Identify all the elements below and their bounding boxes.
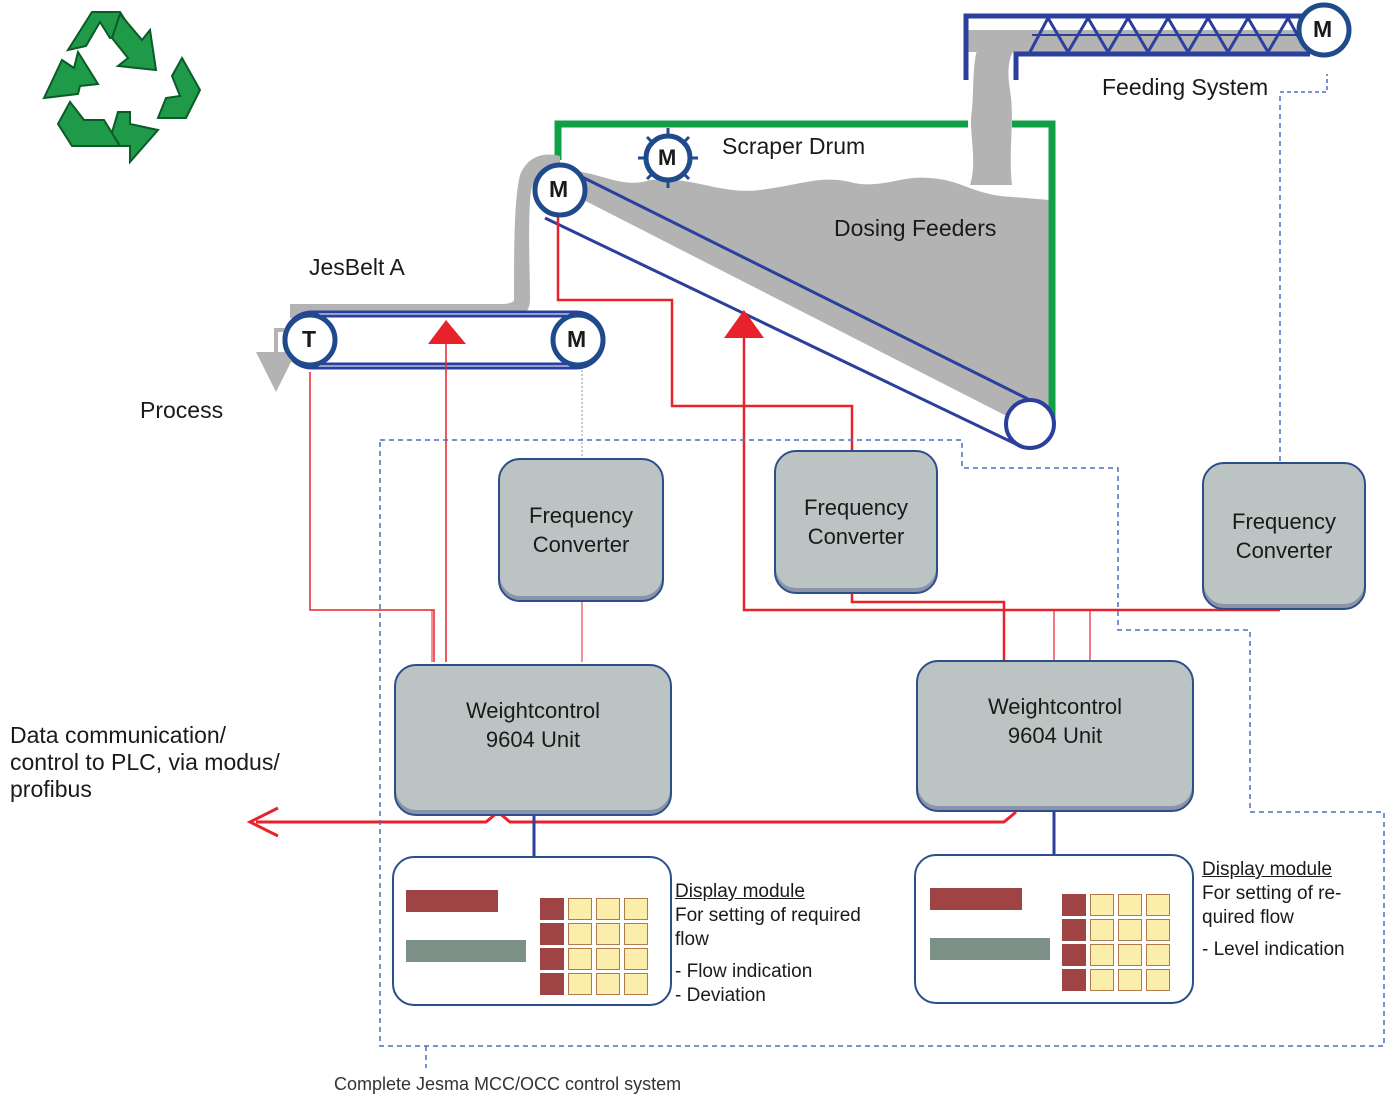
display-module-2-note: Display module For setting of re- quired… — [1202, 858, 1345, 962]
keypad-key — [568, 973, 592, 995]
belt-motor-label: M — [567, 326, 587, 352]
display-1-bullet-1: - Flow indication — [675, 961, 813, 982]
display-module-1-note: Display module For setting of required f… — [675, 880, 861, 1008]
keypad-key — [1118, 944, 1142, 966]
wc1-line1: Weightcontrol — [465, 698, 601, 723]
keypad-key — [596, 973, 620, 995]
display-1-title: Display module — [675, 881, 805, 902]
keypad-key — [1118, 969, 1142, 991]
weightcontrol-unit-1: Weightcontrol 9604 Unit — [394, 664, 672, 816]
keypad-key — [1146, 969, 1170, 991]
fc2-line2: Converter — [807, 524, 905, 549]
scraper-drum-teeth — [638, 128, 698, 188]
wc2-line2: 9604 Unit — [1007, 723, 1103, 748]
display-2-grey-bar — [930, 938, 1050, 960]
display-module-1 — [392, 856, 672, 1006]
keypad-key — [1090, 969, 1114, 991]
keypad-key — [568, 948, 592, 970]
display-module-2 — [914, 854, 1194, 1004]
keypad-key — [596, 948, 620, 970]
fc3-line1: Frequency — [1232, 509, 1336, 534]
keypad-key — [624, 923, 648, 945]
keypad-key — [624, 898, 648, 920]
keypad-key — [624, 973, 648, 995]
keypad-key — [568, 898, 592, 920]
fc2-line1: Frequency — [804, 495, 908, 520]
display-2-title: Display module — [1202, 859, 1332, 880]
keypad-key — [1062, 969, 1086, 991]
keypad-key — [568, 923, 592, 945]
dosing-hopper — [544, 120, 1056, 450]
display-1-red-bar — [406, 890, 498, 912]
keypad-key — [596, 898, 620, 920]
keypad-key — [596, 923, 620, 945]
keypad-key — [1146, 944, 1170, 966]
feeding-system-label: Feeding System — [1102, 74, 1269, 100]
jesbelt-label: JesBelt A — [309, 254, 405, 280]
scraper-drum-label: Scraper Drum — [722, 133, 866, 159]
keypad-key — [1090, 894, 1114, 916]
data-comm-line1: Data communication/ — [10, 722, 227, 748]
keypad-key — [1090, 919, 1114, 941]
keypad-key — [540, 948, 564, 970]
display-2-desc-1: For setting of re- — [1202, 883, 1342, 904]
display-2-bullet-1: - Level indication — [1202, 939, 1345, 960]
keypad-key — [1118, 894, 1142, 916]
material-path — [290, 154, 560, 318]
falling-material — [970, 35, 1030, 185]
footer-caption: Complete Jesma MCC/OCC control system — [334, 1074, 682, 1094]
display-1-bullet-2: - Deviation — [675, 985, 766, 1006]
keypad-key — [1062, 944, 1086, 966]
keypad-key — [1146, 919, 1170, 941]
keypad-key — [624, 948, 648, 970]
keypad-key — [1090, 944, 1114, 966]
signal-lines — [246, 210, 1280, 838]
weightcontrol-unit-2: Weightcontrol 9604 Unit — [916, 660, 1194, 812]
keypad-key — [1118, 919, 1142, 941]
dosing-feeders-label: Dosing Feeders — [834, 215, 997, 241]
display-2-red-bar — [930, 888, 1022, 910]
display-2-desc-2: quired flow — [1202, 907, 1294, 928]
dosing-motor-label: M — [549, 176, 569, 202]
feeding-system — [963, 13, 1328, 93]
keypad-key — [1062, 919, 1086, 941]
fc3-line2: Converter — [1235, 538, 1333, 563]
fc1-line2: Converter — [532, 532, 630, 557]
wc2-line1: Weightcontrol — [987, 694, 1123, 719]
data-comm-line2: control to PLC, via modus/ — [10, 749, 280, 775]
tacho-label: T — [302, 326, 317, 352]
scraper-motor-label: M — [658, 145, 677, 170]
keypad-key — [540, 923, 564, 945]
recycle-icon — [42, 11, 202, 165]
data-communication-label: Data communication/ control to PLC, via … — [10, 722, 280, 803]
display-1-grey-bar — [406, 940, 526, 962]
keypad-key — [1146, 894, 1170, 916]
display-1-desc-1: For setting of required — [675, 905, 861, 926]
keypad-key — [540, 973, 564, 995]
data-comm-line3: profibus — [10, 776, 92, 802]
control-system-boundary — [379, 96, 1385, 1068]
display-1-desc-2: flow — [675, 929, 709, 950]
keypad-key — [1062, 894, 1086, 916]
feeder-motor-label: M — [1313, 16, 1333, 42]
process-label: Process — [140, 397, 224, 423]
keypad-key — [540, 898, 564, 920]
fc1-line1: Frequency — [529, 503, 633, 528]
wc1-line2: 9604 Unit — [485, 727, 581, 752]
